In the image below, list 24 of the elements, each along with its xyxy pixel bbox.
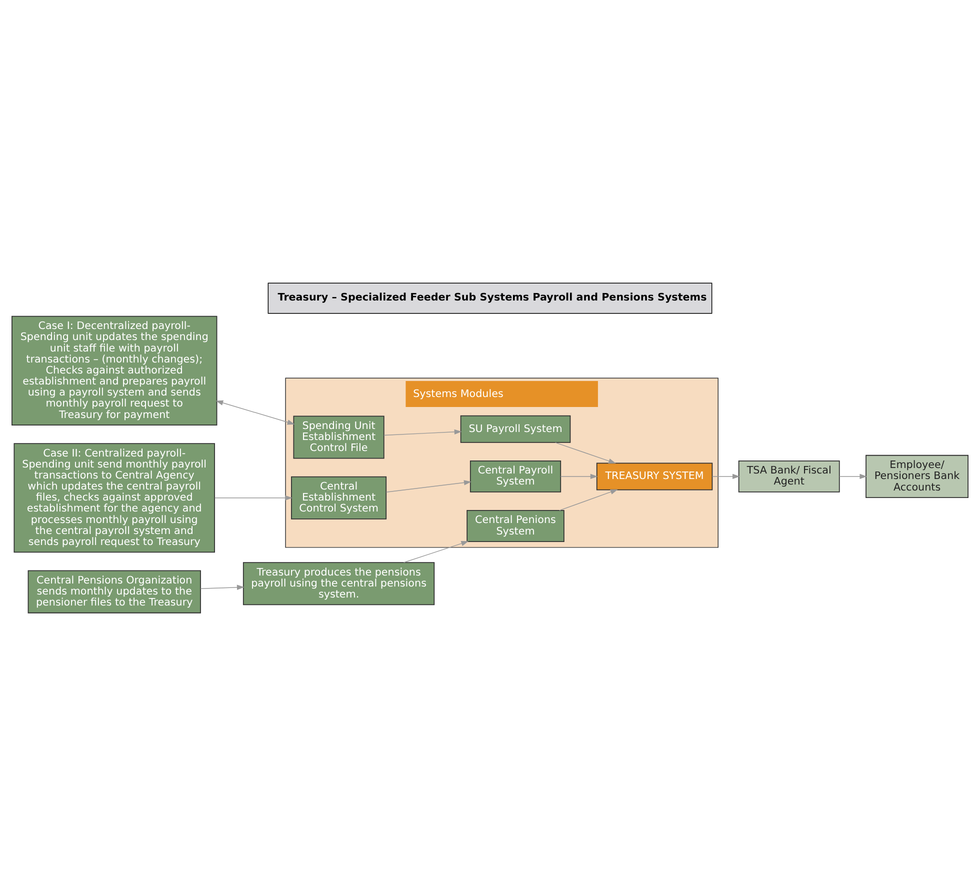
node-box: Treasury produces the pensions payroll using the central pensions system.: [242, 562, 434, 606]
arrow: [215, 400, 294, 425]
arrow: [560, 474, 598, 480]
node-box: Central Payroll System: [469, 460, 561, 492]
node-box: Spending Unit Establishment Control File: [292, 416, 384, 459]
arrow: [214, 495, 292, 500]
node-box: Case I: Decentralized payroll-Spending unit updates the spending unit staff file with payroll transactions – (monthly changes); Checks against authorized establishment and prepares payroll using a payroll system and sends monthly payroll request to Treasury for payment: [11, 316, 217, 426]
node-box: Central Penions System: [466, 510, 564, 542]
arrow: [402, 541, 468, 563]
arrow: [558, 489, 618, 511]
arrow: [554, 442, 616, 464]
diagram-title: Treasury – Specialized Feeder Sub Systems Payroll and Pensions Systems: [277, 292, 706, 304]
arrow: [711, 474, 740, 480]
node-box: SU Payroll System: [460, 415, 570, 443]
node-box: Central Establishment Control System: [290, 476, 386, 520]
arrow: [383, 429, 462, 436]
node-box: TREASURY SYSTEM: [596, 462, 712, 490]
arrow: [200, 584, 244, 590]
arrow: [838, 474, 867, 480]
node-box: TSA Bank/ Fiscal Agent: [738, 460, 840, 492]
arrow: [385, 480, 471, 493]
node-box: Employee/ Pensioners Bank Accounts: [865, 454, 968, 498]
node-box: Case II: Centralized payroll-Spending unit send monthly payroll transactions to Central Agency which updates the central payroll files, checks against approved establishment for the agency and processes monthly payroll using the central payroll system and sends payroll request to Treasury: [13, 443, 214, 553]
node-box: Central Pensions Organization sends monthly updates to the pensioner files to the Treasury: [27, 570, 200, 614]
